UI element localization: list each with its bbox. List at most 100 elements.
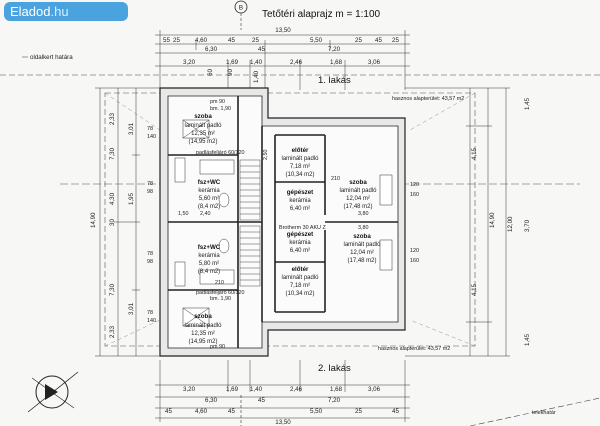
room-5-area2: (10,34 m2) [285,172,314,178]
site-watermark: Eladod.hu [4,2,128,21]
dim-bot-r3-4: 25 [355,408,362,415]
dim-top-r1-3: 45 [228,37,235,44]
dim-r5: 78 [147,251,153,257]
room-5-floor: laminált padló [281,156,319,162]
bottom-dimension-lines [155,360,410,422]
dim-left-b-2: 3,01 [128,302,135,315]
dim-left-outer: 14,90 [90,212,97,228]
window-w2: 160 [410,192,419,198]
room-1-name: szoba [194,113,212,120]
dim-top-r1-0: 55 [163,37,170,44]
dim-d2: 1,50 [178,211,189,217]
dim-r4: 98 [147,189,153,195]
dim-left-a-5: 2,33 [109,325,116,338]
dim-bot-r1-2: 1,40 [250,386,263,393]
dim-top-tick-1: 90 [227,69,234,76]
dim-top-r2-1: 45 [258,46,265,53]
room-1-floor: laminált padló [184,123,222,129]
north-arrow-icon [27,371,79,413]
window-w3: 120 [410,248,419,254]
room-6: gépészet kerámia 6,40 m² [287,189,313,212]
dim-left-a-4: 7,30 [109,283,116,296]
dim-top-tick-0: 60 [207,69,214,76]
dim-right-b-1: 3,70 [524,219,531,232]
dim-bot-r3-3: 5,50 [310,408,323,415]
window-w4: 160 [410,258,419,264]
dim-top-r3-0: 3,20 [183,59,196,66]
lot-label: telekhatár [532,410,556,416]
ladder-a: padlásfeljáró 60/120 [196,150,245,156]
room-9: szoba laminált padló 12,04 m² (17,48 m2) [343,233,381,264]
dim-top-r1-4: 25 [252,37,259,44]
room-4-area: 12,35 m² [191,331,215,337]
door-b: 210 [215,280,224,286]
dim-top-r3-3: 2,46 [290,59,303,66]
dim-bot-r1-5: 3,06 [368,386,381,393]
dim-top-r3-5: 3,06 [368,59,381,66]
dim-right-a-0: 4,15 [471,147,478,160]
dim-top-r3-4: 1,68 [330,59,343,66]
lot-boundary-line [469,397,600,426]
dim-bot-r3-0: 45 [165,408,172,415]
room-9-area: 12,04 m² [350,250,374,256]
room-3-name: fsz+WC [198,244,221,251]
dim-top-r2-0: 6,30 [205,46,218,53]
room-10: előtér laminált padló 7,18 m² (10,34 m2) [281,266,319,297]
room-5-area: 7,18 m² [290,164,310,170]
room-10-floor: laminált padló [281,275,319,281]
room-7-area2: (17,48 m2) [343,204,372,210]
dim-left-a-3: 30 [109,219,116,226]
dim-right-a-2: 4,15 [471,283,478,296]
ladder-b: padlásfeljáró 60/120 [196,290,245,296]
dim-top-r1-6: 25 [355,37,362,44]
neighbor-label: oldalkert határa [30,54,73,61]
room-2-area: 5,60 m² [199,196,219,202]
dim-left-a-0: 7,30 [109,147,116,160]
room-5: előtér laminált padló 7,18 m² (10,34 m2) [281,147,319,178]
room-7: szoba laminált padló 12,04 m² (17,48 m2) [339,179,377,210]
dim-r8: 140 [147,318,156,324]
dim-r1: 78 [147,126,153,132]
area-top: hasznos alapterület: 43,57 m2 [392,96,464,102]
room-6-area: 6,40 m² [290,206,310,212]
room-3-area: 5,80 m² [199,261,219,267]
dim-bot-r2-0: 6,30 [205,397,218,404]
room-10-name: előtér [292,266,309,273]
room-2: fsz+WC kerámia 5,60 m² (8,4 m2) [198,179,221,210]
room-5-name: előtér [292,147,309,154]
dim-right-outer: 14,90 [489,212,496,228]
pm90-b: pm 90 [210,344,225,350]
door-a: 210 [331,176,340,182]
room-7-floor: laminált padló [339,188,377,194]
dim-bot-r2-2: 7,20 [328,397,341,404]
room-8-floor: kerámia [289,240,311,246]
room-9-floor: laminált padló [343,242,381,248]
room-2-floor: kerámia [198,188,220,194]
axis-marker-label: B [239,5,243,12]
dim-bot-r1-4: 1,68 [330,386,343,393]
dim-left-b-0: 3,01 [128,122,135,135]
bm190-b: bm. 1,90 [210,296,231,302]
dim-d5: 2,50 [263,150,269,161]
room-8-name: gépészet [287,231,313,238]
bathroom-fixtures [174,157,235,287]
roof-windows [182,119,393,327]
room-4: szoba laminált padló 12,35 m² (14,95 m2) [184,313,222,345]
room-7-name: szoba [349,179,367,186]
dim-d1: 2,40 [200,211,211,217]
room-3-area2: (8,4 m2) [198,269,220,275]
top-dimension-lines [155,30,410,90]
roof-outline [104,92,476,347]
room-8-area: 6,40 m² [290,248,310,254]
dim-top-r1-5: 5,50 [310,37,323,44]
dim-left-b-1: 1,95 [128,192,135,205]
dim-bot-r3-5: 45 [392,408,399,415]
dim-right-b-0: 1,45 [524,97,531,110]
room-10-area2: (10,34 m2) [285,291,314,297]
room-4-floor: laminált padló [184,323,222,329]
dim-d3: 3,80 [358,211,369,217]
dim-top-tick-2: 1,40 [253,70,260,83]
dim-left-a-2: 4,30 [109,192,116,205]
dim-r2: 140 [147,134,156,140]
